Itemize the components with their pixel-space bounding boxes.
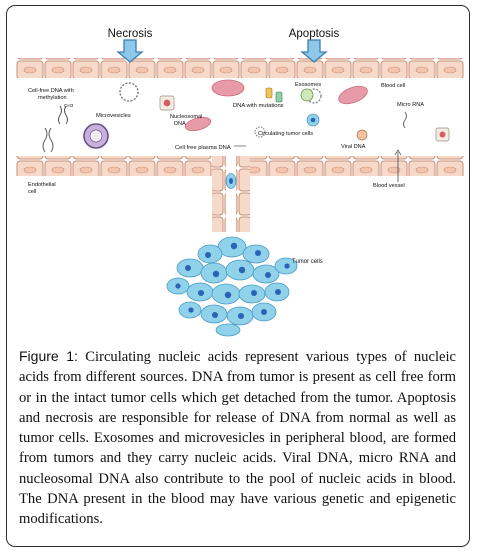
circulating-tumor-cell-icon [306,113,320,127]
blood-cell-icon [338,85,368,105]
nucleosome-icon [159,95,175,111]
micro-rna-label: Micro RNA [397,102,424,108]
plasma-dna-label: Cell free plasma DNA [175,145,231,151]
nucleosome-icon [435,127,450,142]
viral-dna-label: Viral DNA [341,144,366,150]
necrosis-label: Necrosis [108,28,153,40]
blood-cell-icon [211,79,245,97]
endothelial-label-2: cell [28,189,36,195]
apoptosis-arrow-icon [300,39,328,63]
caption-label: Figure 1: [19,348,78,364]
necrosis-arrow-icon [116,39,144,63]
circular-dna-icon [254,126,266,138]
vessel-lower-wall-right [250,156,464,176]
blood-cell-icon [184,116,212,132]
dna-mutations-label: DNA with mutations [233,103,284,109]
endothelial-label: Endothelial [28,182,56,188]
cfdna-label: Cell-free DNA with [28,88,74,94]
microvesicles-label: Microvesicles [96,113,131,119]
vessel-lower-wall-left [16,156,212,176]
ch3-label: CH3 [64,103,74,108]
blood-vessel-label: Blood vessel [373,183,405,189]
pointer-arrow-icon [394,149,402,182]
exosomes-label: Exosomes [295,82,321,88]
branch-wall-right [236,156,250,232]
ctc-label: Circulating tumor cells [258,131,313,137]
apoptosis-label: Apoptosis [289,28,340,40]
nucleosomal-label-2: DNA [174,121,186,127]
tumor-cell-cluster [166,236,298,337]
branch-wall-left [212,156,226,232]
vessel-upper-wall [16,58,464,78]
virus-icon [356,129,368,141]
circular-dna-icon [119,82,139,102]
dna-strand-icon [42,127,54,153]
mutated-dna-icon [265,87,283,103]
diagram: Necrosis Apoptosis Cell-free DNA with me… [16,28,464,337]
circulating-tumor-cell-icon [225,173,237,189]
methylated-dna-icon [58,105,68,125]
tumor-cells-label: Tumor cells [292,259,323,265]
caption-text: Circulating nucleic acids represent vari… [19,349,457,528]
blood-cell-label: Blood cell [381,83,405,89]
micro-rna-icon [403,111,407,129]
methylation-label: methylation [38,95,67,101]
exosome-icon [300,88,314,102]
nucleosomal-label: Nucleosomal [170,114,202,120]
figure-caption: Figure 1: Circulating nucleic acids repr… [19,346,456,530]
microvesicle-icon [83,123,109,149]
